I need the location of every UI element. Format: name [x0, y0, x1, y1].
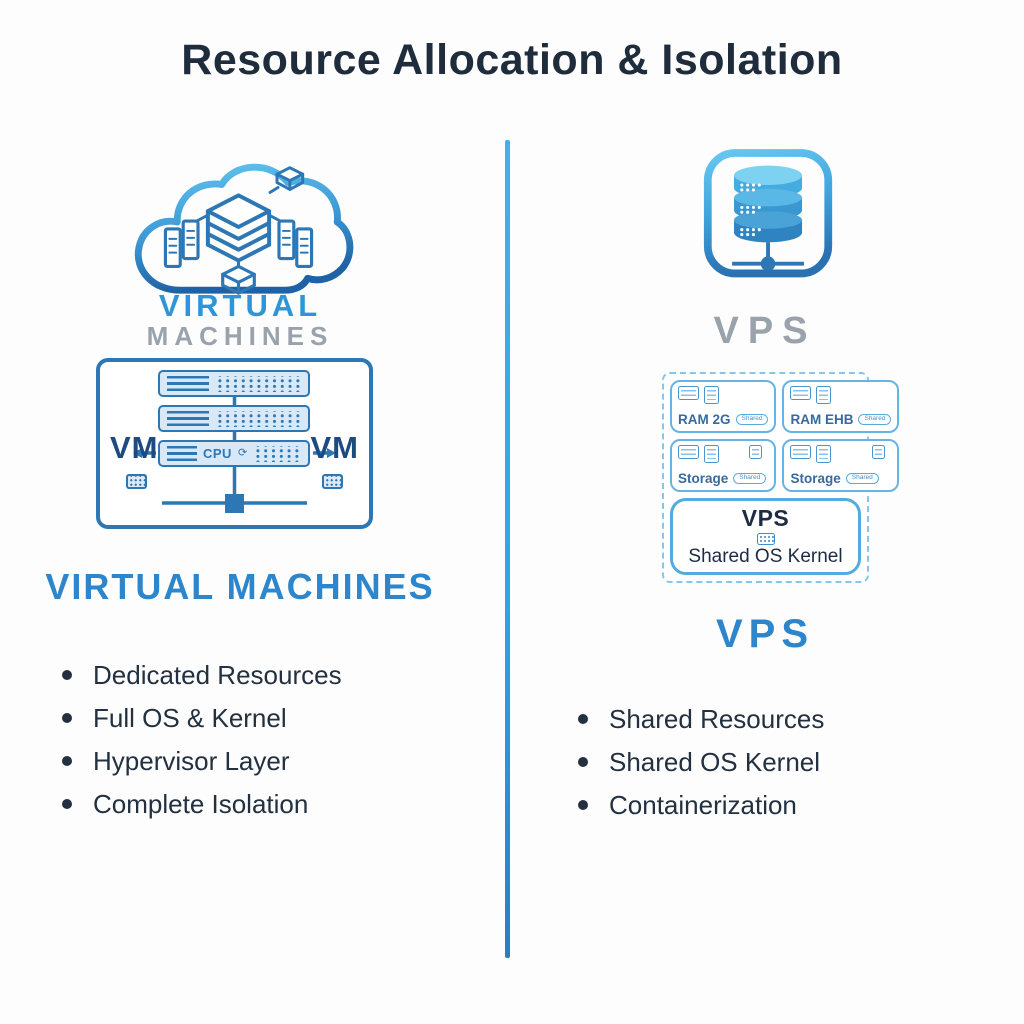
kernel-box-subtitle: Shared OS Kernel	[688, 546, 843, 567]
cell-label: Storage	[678, 471, 729, 486]
shared-badge: Shared	[845, 472, 879, 485]
shared-badge: Shared	[735, 413, 769, 426]
list-item-label: Containerization	[609, 790, 797, 820]
cloud-servers-svg	[134, 163, 354, 295]
bullet-dot	[62, 670, 72, 680]
resource-cell-storage-1: Storage Shared	[670, 439, 777, 492]
storage-chip-icon	[749, 445, 763, 459]
ram-chip-icons	[790, 386, 891, 404]
server-bar	[158, 370, 310, 397]
resource-cell-ram-2: RAM EHB Shared	[782, 380, 900, 433]
page-title: Resource Allocation & Isolation	[181, 36, 843, 84]
vps-logo-label: VPS	[713, 310, 817, 352]
vps-heading: VPS	[715, 612, 815, 656]
server-stripes	[167, 446, 197, 461]
storage-chip-icons	[790, 445, 891, 463]
shared-kernel-box: VPS Shared OS Kernel	[670, 498, 861, 575]
resource-cell-storage-2: Storage Shared	[782, 439, 900, 492]
divider-line	[505, 140, 510, 958]
server-stripes	[167, 376, 209, 391]
server-bar-cpu: CPU ⟳	[158, 440, 310, 467]
bullet-dot	[578, 714, 588, 724]
vm-connector-lines	[133, 370, 336, 513]
os-chip-icon	[126, 474, 147, 489]
os-chip-icon	[322, 474, 343, 489]
list-item: Complete Isolation	[62, 789, 342, 819]
shared-badge: Shared	[733, 472, 767, 485]
storage-chip-icon	[678, 445, 699, 459]
virtual-logo-line1: VIRTUAL	[158, 288, 322, 323]
ram-chip-icons	[678, 386, 768, 404]
vm-label-left: VM	[110, 430, 159, 465]
list-item-label: Shared OS Kernel	[609, 747, 821, 777]
server-dot-grid	[215, 410, 301, 427]
database-server-svg	[703, 149, 833, 278]
list-item: Hypervisor Layer	[62, 746, 342, 776]
cell-label: RAM 2G	[678, 412, 731, 427]
list-item: Containerization	[578, 790, 824, 820]
storage-chip-icon	[872, 445, 886, 459]
cpu-cycle-icon: ⟳	[237, 447, 248, 459]
list-item: Dedicated Resources	[62, 660, 342, 690]
database-server-icon	[701, 146, 837, 298]
list-item: Shared OS Kernel	[578, 747, 824, 777]
bullet-dot	[62, 799, 72, 809]
cell-label: Storage	[790, 471, 841, 486]
server-dot-grid	[215, 375, 301, 392]
bullet-dot	[62, 713, 72, 723]
virtual-machines-heading: VIRTUAL MACHINES	[45, 566, 435, 607]
vm-label-right: VM	[310, 430, 359, 465]
server-bar	[158, 405, 310, 432]
cpu-label: CPU	[203, 446, 232, 461]
cloud-servers-icon	[120, 146, 357, 301]
virtual-logo-line2: MACHINES	[146, 321, 334, 351]
memory-chip-icon	[790, 386, 812, 400]
shared-badge: Shared	[858, 413, 892, 426]
list-item: Shared Resources	[578, 704, 824, 734]
storage-chip-icon	[704, 445, 719, 463]
vps-diagram-box: RAM 2G Shared RAM EHB Shared	[662, 372, 900, 583]
resource-cell-ram-1: RAM 2G Shared	[670, 380, 777, 433]
vm-feature-list: Dedicated Resources Full OS & Kernel Hyp…	[62, 660, 342, 832]
kernel-box-title: VPS	[741, 505, 790, 531]
list-item: Full OS & Kernel	[62, 703, 342, 733]
server-dot-grid	[253, 445, 301, 462]
storage-chip-icon	[790, 445, 812, 459]
list-item-label: Complete Isolation	[93, 789, 309, 819]
memory-chip-icon	[816, 386, 832, 404]
list-item-label: Dedicated Resources	[93, 660, 342, 690]
vm-diagram-box: CPU ⟳ VM VM	[96, 358, 373, 529]
bullet-dot	[578, 800, 588, 810]
storage-chip-icon	[816, 445, 832, 463]
cell-label: RAM EHB	[790, 412, 854, 427]
bullet-dot	[578, 757, 588, 767]
bullet-dot	[62, 756, 72, 766]
list-item-label: Full OS & Kernel	[93, 703, 287, 733]
resource-cell-grid: RAM 2G Shared RAM EHB Shared	[670, 380, 900, 492]
os-chip-icon	[756, 533, 775, 545]
vps-feature-list: Shared Resources Shared OS Kernel Contai…	[578, 704, 824, 833]
memory-chip-icon	[704, 386, 719, 404]
server-stripes	[167, 411, 209, 426]
storage-chip-icons	[678, 445, 768, 463]
list-item-label: Shared Resources	[609, 704, 825, 734]
list-item-label: Hypervisor Layer	[93, 746, 290, 776]
memory-chip-icon	[678, 386, 699, 400]
